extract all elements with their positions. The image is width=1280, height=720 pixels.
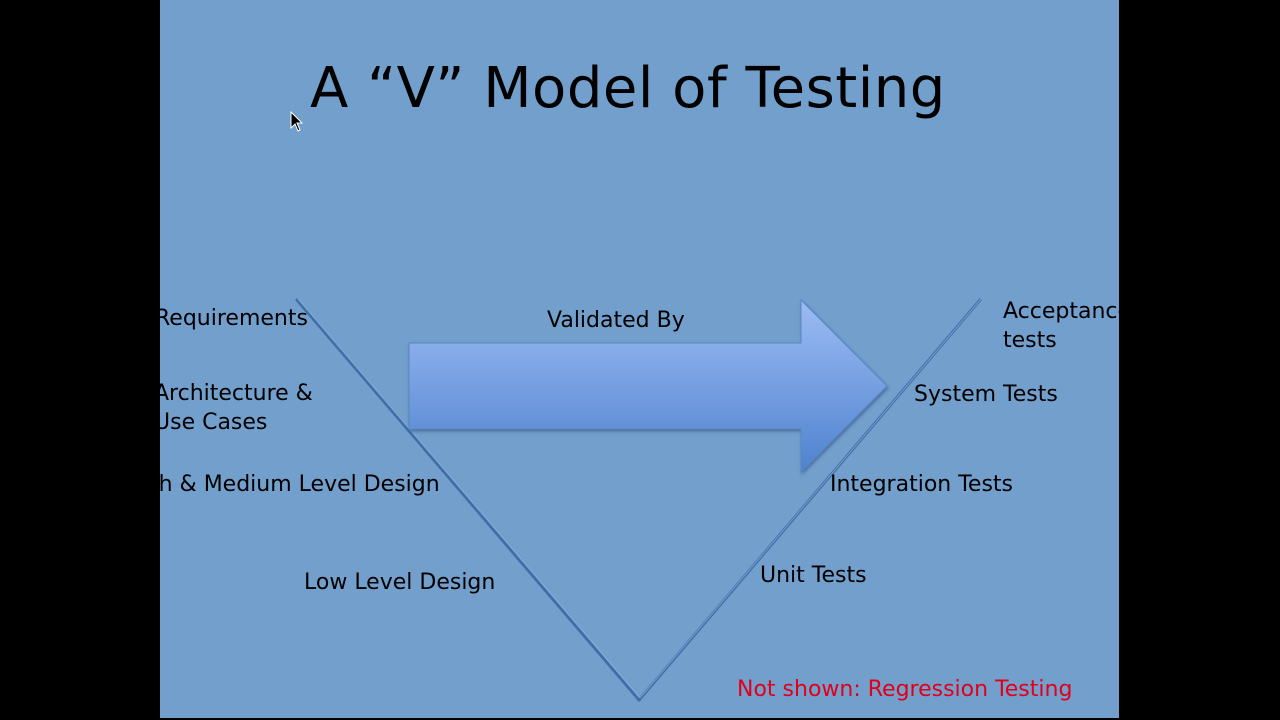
label-unit-tests: Unit Tests [760, 563, 867, 588]
label-integration-tests: Integration Tests [830, 472, 1014, 497]
note-regression-testing: Not shown: Regression Testing [737, 677, 1073, 702]
v-model-diagram [295, 298, 982, 702]
mouse-cursor-icon [290, 111, 304, 132]
label-requirements: Requirements [160, 306, 308, 331]
arrow-label: Validated By [547, 308, 685, 333]
v-left-leg [295, 298, 641, 702]
label-acceptance-tests: Acceptance tests [1003, 299, 1119, 353]
label-system-tests: System Tests [914, 382, 1058, 407]
label-high-medium-level-design: High & Medium Level Design [160, 472, 440, 497]
label-architecture-use-cases: Architecture & Use Cases [160, 381, 313, 435]
slide: A “V” Model of Testing Validated By Requ… [160, 0, 1119, 718]
slide-title: A “V” Model of Testing [310, 56, 946, 121]
v-shape [295, 298, 982, 702]
validated-by-arrow [408, 298, 888, 474]
label-low-level-design: Low Level Design [304, 570, 496, 595]
